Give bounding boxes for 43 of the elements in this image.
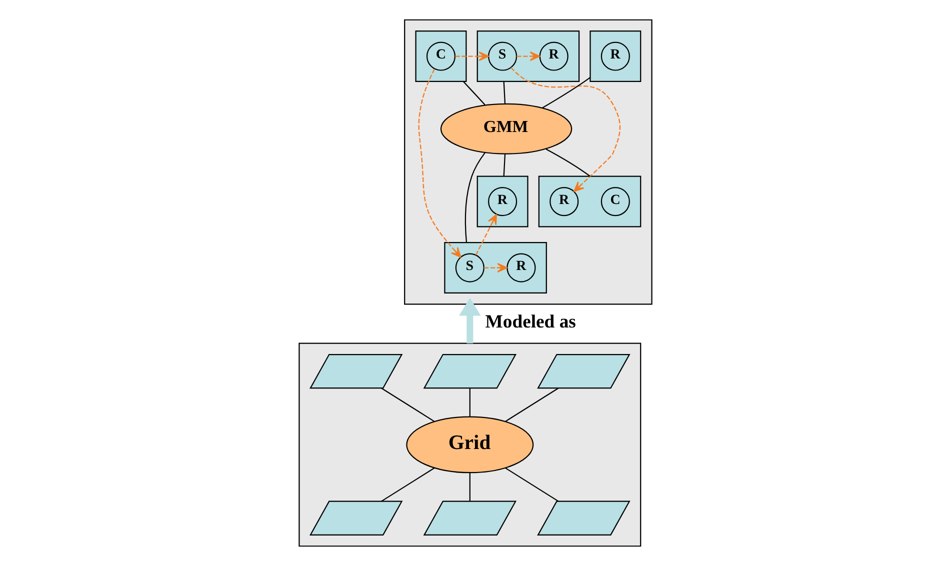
node-circle: S — [488, 42, 517, 71]
arrow — [458, 298, 480, 344]
node-circle: S — [454, 253, 484, 282]
cluster — [414, 30, 466, 82]
node-parallelogram — [422, 354, 516, 389]
node-ellipse: GMM — [440, 103, 572, 154]
node-parallelogram — [536, 354, 630, 389]
connector — [468, 472, 470, 502]
arrow — [474, 214, 496, 256]
connector — [504, 468, 558, 502]
node-ellipse: Grid — [406, 416, 534, 474]
connector — [504, 388, 558, 422]
arrow — [418, 68, 461, 258]
cluster — [298, 342, 641, 547]
connector — [464, 152, 485, 243]
edge-label: Modeled as — [484, 311, 576, 332]
cluster — [538, 176, 641, 228]
node-parallelogram — [422, 500, 516, 536]
connector — [545, 148, 590, 177]
connector — [502, 154, 506, 176]
arrow — [516, 52, 540, 62]
connector — [380, 468, 434, 502]
node-parallelogram — [536, 500, 630, 536]
node-circle: C — [426, 42, 456, 71]
node-circle: R — [506, 253, 536, 282]
node-circle: C — [600, 186, 630, 216]
connector — [468, 388, 470, 417]
arrow — [483, 263, 507, 273]
cluster — [589, 30, 641, 82]
connector — [542, 77, 590, 108]
arrow — [510, 67, 620, 192]
node-circle: R — [549, 186, 578, 216]
node-parallelogram — [308, 354, 402, 389]
connector — [502, 81, 506, 104]
cluster — [404, 19, 652, 305]
arrow — [454, 52, 489, 62]
node-circle: R — [488, 186, 517, 216]
node-circle: R — [600, 42, 630, 71]
node-circle: R — [538, 42, 568, 71]
connector — [462, 81, 485, 106]
node-parallelogram — [308, 500, 402, 536]
connector — [380, 388, 434, 422]
cluster — [444, 242, 546, 294]
